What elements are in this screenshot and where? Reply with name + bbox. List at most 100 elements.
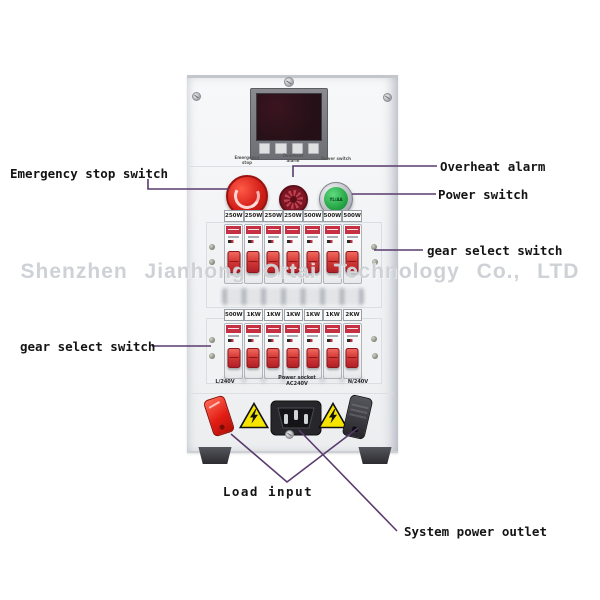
callout-power-switch: Power switch (438, 187, 529, 202)
breaker-brand-band (226, 325, 241, 333)
meter-display-screen (256, 93, 322, 141)
breaker-brand-band (245, 226, 261, 234)
breaker-rating-label: 500W (322, 210, 343, 222)
breaker-toggle[interactable] (227, 348, 240, 368)
breaker-toggle[interactable] (326, 348, 340, 368)
breaker-switch[interactable] (342, 224, 362, 284)
breaker-toggle[interactable] (246, 251, 260, 273)
breaker-indicator (228, 338, 239, 342)
breaker-rating-label: 1KW (244, 309, 264, 321)
meter-buttons (259, 143, 319, 154)
breaker-rating-label: 1KW (283, 309, 303, 321)
breaker-brand-band (305, 325, 321, 333)
callout-gear-select-right: gear select switch (427, 243, 563, 258)
breaker-toggle[interactable] (345, 348, 359, 368)
meter-button[interactable] (291, 143, 303, 154)
breaker-indicator (247, 338, 259, 342)
callout-gear-select-left: gear select switch (20, 339, 156, 354)
breaker-row2 (224, 323, 362, 379)
mounting-screw (371, 336, 377, 342)
breaker-indicator (327, 239, 339, 243)
breaker-switch[interactable] (342, 323, 362, 379)
load-input-black-connector (341, 393, 374, 441)
breaker-markings (346, 236, 358, 238)
breaker-rating-label: 250W (224, 210, 244, 222)
breaker-toggle[interactable] (246, 348, 260, 368)
breaker-brand-band (325, 226, 341, 234)
breaker-markings (327, 236, 339, 238)
breaker-indicator (346, 338, 358, 342)
breaker-switch[interactable] (283, 224, 303, 284)
breaker-rating-label: 1KW (303, 309, 323, 321)
breaker-markings (228, 335, 239, 337)
breaker-switch[interactable] (263, 323, 283, 379)
breaker-toggle[interactable] (326, 251, 340, 273)
mounting-screw (372, 353, 378, 359)
breaker-markings (287, 335, 299, 337)
breaker-wiring-shadow (222, 377, 364, 383)
live-terminal-label: L/240V (215, 379, 235, 385)
meter-button[interactable] (275, 143, 287, 154)
breaker-toggle[interactable] (286, 251, 300, 273)
breaker-indicator (307, 239, 319, 243)
breaker-switch[interactable] (243, 323, 263, 379)
breaker-indicator (346, 239, 358, 243)
breaker-rating-label: 250W (283, 210, 303, 222)
neutral-terminal-label: N/240V (347, 379, 369, 385)
breaker-rating-label: 2KW (342, 309, 362, 321)
breaker-toggle[interactable] (345, 251, 359, 273)
callout-load-input: Load input (222, 484, 314, 499)
breaker-toggle[interactable] (227, 251, 240, 273)
breaker-switch[interactable] (303, 323, 323, 379)
meter-button[interactable] (259, 143, 271, 154)
breaker-brand-band (344, 226, 360, 234)
iec-power-socket (270, 400, 322, 436)
screw (284, 77, 294, 87)
power-button-face: YL/AA (324, 187, 348, 211)
breaker-brand-band (265, 226, 281, 234)
device-foot (358, 447, 392, 464)
device-foot (198, 447, 232, 464)
breaker-switch[interactable] (263, 224, 283, 284)
breaker-indicator (228, 239, 239, 243)
screw (285, 430, 294, 439)
panel-seam (189, 393, 394, 394)
breaker-wiring-shadow (222, 288, 364, 305)
callout-system-power-outlet: System power outlet (404, 524, 547, 539)
breaker-markings (307, 236, 319, 238)
breaker-toggle[interactable] (306, 251, 320, 273)
breaker-toggle[interactable] (266, 348, 280, 368)
breaker-switch[interactable] (323, 323, 343, 379)
breaker-brand-band (325, 325, 341, 333)
breaker-indicator (307, 338, 319, 342)
breaker-switch[interactable] (303, 224, 323, 284)
breaker-brand-band (226, 226, 241, 234)
power-engraved-label: Power switch (320, 156, 352, 161)
alarm-engraved-label: Overheat alarm (282, 153, 304, 163)
breaker-row1 (224, 224, 362, 284)
mounting-screw (372, 259, 378, 265)
breaker-rating-label: 250W (243, 210, 264, 222)
breaker-brand-band (265, 325, 281, 333)
breaker-markings (287, 236, 299, 238)
breaker-brand-band (285, 325, 301, 333)
breaker-switch[interactable] (224, 224, 243, 284)
breaker-toggle[interactable] (306, 348, 320, 368)
screw (383, 93, 392, 102)
breaker-switch[interactable] (323, 224, 343, 284)
callout-emergency-stop: Emergency stop switch (10, 166, 169, 181)
breaker-indicator (287, 239, 299, 243)
load-bank-front-panel: Emergency stop Overheat alarm Power swit… (187, 75, 398, 453)
breaker-toggle[interactable] (286, 348, 300, 368)
breaker-indicator (267, 338, 279, 342)
breaker-switch[interactable] (283, 323, 303, 379)
meter-button[interactable] (307, 143, 319, 154)
breaker-indicator (287, 338, 299, 342)
breaker-toggle[interactable] (266, 251, 280, 273)
breaker-switch[interactable] (224, 323, 243, 379)
breaker-rating-label: 250W (263, 210, 284, 222)
breaker-switch[interactable] (243, 224, 263, 284)
